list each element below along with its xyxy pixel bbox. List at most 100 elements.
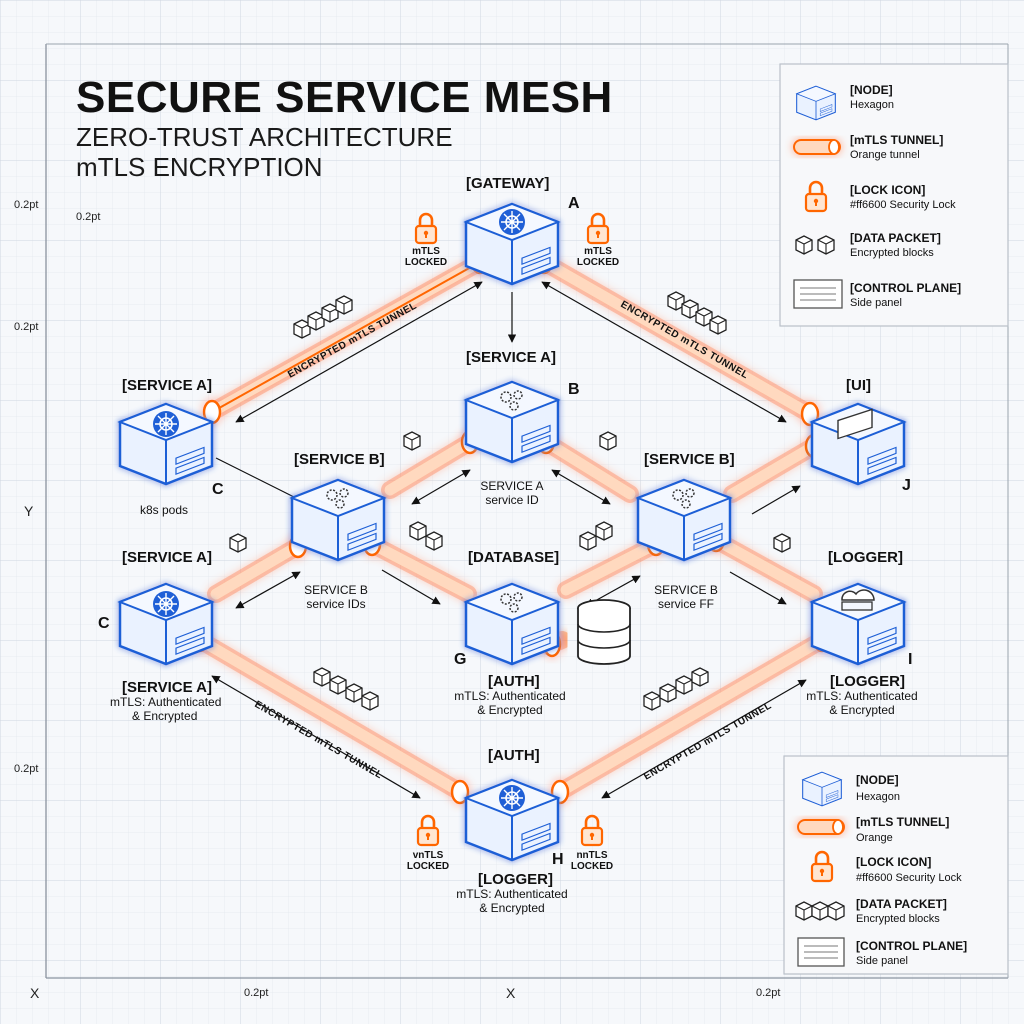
node-caption-label: [LOGGER] bbox=[478, 871, 553, 888]
legend-item-title: [NODE] bbox=[856, 773, 899, 787]
node-label: [SERVICE A] bbox=[122, 377, 212, 394]
flow-arrow bbox=[211, 675, 421, 799]
node-caption: service ID bbox=[485, 493, 539, 507]
node-caption: SERVICE B bbox=[654, 583, 718, 597]
tunnel-icon bbox=[793, 139, 841, 155]
legend-item-sub: Side panel bbox=[856, 955, 908, 967]
legend-bottom bbox=[783, 755, 1009, 975]
node-letter: H bbox=[552, 851, 564, 868]
kubernetes-icon bbox=[498, 784, 526, 812]
flow-arrow bbox=[541, 281, 787, 423]
node-ui[interactable] bbox=[810, 402, 906, 486]
tick-label: 0.2pt bbox=[14, 763, 38, 775]
y-axis-label: Y bbox=[24, 503, 34, 519]
node-cube-icon bbox=[802, 771, 842, 807]
node-label: [GATEWAY] bbox=[466, 175, 549, 192]
flow-arrow bbox=[601, 679, 807, 799]
node-label: [SERVICE B] bbox=[644, 451, 735, 468]
page-title: SECURE SERVICE MESH bbox=[76, 73, 613, 122]
node-service-b-right[interactable] bbox=[636, 478, 732, 562]
legend-item-title: [NODE] bbox=[850, 83, 893, 97]
kubernetes-icon bbox=[152, 410, 180, 438]
node-caption: mTLS: Authenticated bbox=[110, 695, 221, 709]
data-packet-group bbox=[229, 533, 247, 553]
node-service-a-lower[interactable] bbox=[118, 582, 214, 666]
node-caption: & Encrypted bbox=[477, 703, 542, 717]
node-caption: & Encrypted bbox=[132, 709, 197, 723]
legend-item-title: [DATA PACKET] bbox=[850, 231, 941, 245]
legend-item-title: [CONTROL PLANE] bbox=[856, 939, 967, 953]
lock-label: LOCKED bbox=[405, 257, 447, 268]
database-cylinder-icon bbox=[577, 599, 631, 665]
lock-label: LOCKED bbox=[577, 257, 619, 268]
node-service-a-center[interactable] bbox=[464, 380, 560, 464]
node-caption-label: [SERVICE A] bbox=[122, 679, 212, 696]
node-label: [DATABASE] bbox=[468, 549, 559, 566]
node-label: [SERVICE B] bbox=[294, 451, 385, 468]
tick-label: 0.2pt bbox=[14, 199, 38, 211]
node-caption-label: [LOGGER] bbox=[830, 673, 905, 690]
node-letter: I bbox=[908, 651, 912, 668]
legend-item-sub: Orange tunnel bbox=[850, 149, 920, 161]
flow-arrow bbox=[411, 469, 471, 505]
node-caption: & Encrypted bbox=[479, 901, 544, 915]
node-caption: service FF bbox=[658, 597, 714, 611]
lock-label: mTLS bbox=[584, 246, 612, 257]
control-plane-icon bbox=[797, 937, 845, 967]
x-axis-label-left: X bbox=[30, 985, 40, 1001]
flow-arrow bbox=[751, 485, 801, 515]
node-label: [SERVICE A] bbox=[122, 549, 212, 566]
node-letter: C bbox=[98, 615, 110, 632]
node-caption: SERVICE A bbox=[480, 479, 543, 493]
node-label: [UI] bbox=[846, 377, 871, 394]
node-logger[interactable] bbox=[810, 582, 906, 666]
node-label: [LOGGER] bbox=[828, 549, 903, 566]
node-auth[interactable] bbox=[464, 778, 560, 862]
node-caption: mTLS: Authenticated bbox=[456, 887, 567, 901]
lock-label: LOCKED bbox=[407, 861, 449, 872]
node-caption: mTLS: Authenticated bbox=[806, 689, 917, 703]
legend-item-title: [DATA PACKET] bbox=[856, 897, 947, 911]
legend-item-sub: Side panel bbox=[850, 297, 902, 309]
node-caption: k8s pods bbox=[140, 503, 188, 517]
flow-arrow bbox=[235, 571, 301, 609]
x-axis-label-center: X bbox=[506, 985, 516, 1001]
node-caption-label: [AUTH] bbox=[488, 673, 540, 690]
flow-arrow bbox=[551, 469, 611, 505]
node-letter: A bbox=[568, 195, 580, 212]
legend-item-sub: Hexagon bbox=[850, 99, 894, 111]
tick-label: 0.2pt bbox=[14, 321, 38, 333]
legend-top bbox=[779, 63, 1009, 327]
tick-label: 0.2pt bbox=[76, 211, 100, 223]
data-packet-group bbox=[403, 431, 421, 451]
node-service-b-left[interactable] bbox=[290, 478, 386, 562]
node-letter: J bbox=[902, 477, 911, 494]
data-packet-group bbox=[773, 533, 791, 553]
lock-label: mTLS bbox=[412, 246, 440, 257]
mtls-tunnel bbox=[207, 533, 308, 603]
node-label: [AUTH] bbox=[488, 747, 540, 764]
legend-item-title: [mTLS TUNNEL] bbox=[856, 815, 949, 829]
tick-label: 0.2pt bbox=[756, 987, 780, 999]
legend-item-sub: Encrypted blocks bbox=[856, 913, 940, 925]
flow-arrow bbox=[235, 281, 483, 423]
legend-item-title: [mTLS TUNNEL] bbox=[850, 133, 943, 147]
tunnel-icon bbox=[797, 819, 845, 835]
node-gateway[interactable] bbox=[464, 202, 560, 286]
flow-arrow bbox=[729, 571, 787, 605]
legend-item-sub: Hexagon bbox=[856, 791, 900, 803]
legend-item-title: [LOCK ICON] bbox=[856, 855, 931, 869]
node-service-a-left[interactable] bbox=[118, 402, 214, 486]
cloud-icon bbox=[841, 589, 875, 601]
legend-item-sub: #ff6600 Security Lock bbox=[856, 872, 962, 884]
node-database[interactable] bbox=[464, 582, 560, 666]
subtitle-mtls: mTLS ENCRYPTION bbox=[76, 152, 323, 182]
node-caption: mTLS: Authenticated bbox=[454, 689, 565, 703]
flow-arrow bbox=[381, 569, 441, 605]
node-cube-icon bbox=[796, 85, 836, 121]
tick-label: 0.2pt bbox=[244, 987, 268, 999]
kubernetes-icon bbox=[498, 208, 526, 236]
flow-arrows bbox=[211, 281, 807, 799]
kubernetes-icon bbox=[152, 590, 180, 618]
